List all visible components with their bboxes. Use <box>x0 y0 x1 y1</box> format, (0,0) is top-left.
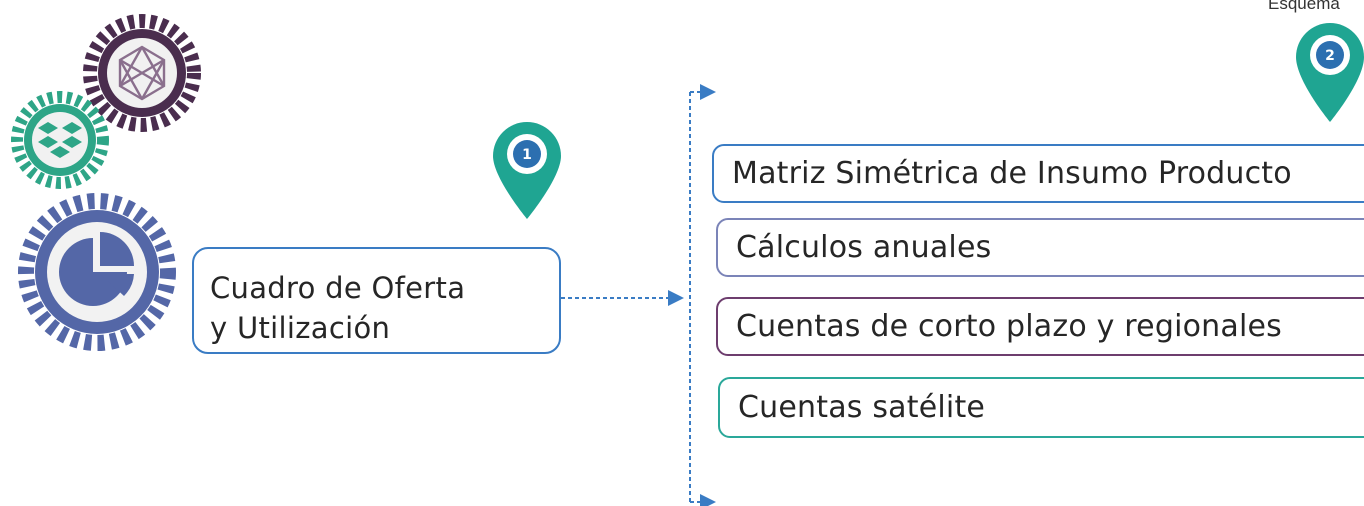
target-label: Matriz Simétrica de Insumo Producto <box>732 156 1292 191</box>
gear-blue <box>18 193 176 351</box>
location-marker-1: 1 <box>493 122 561 219</box>
gear-purple <box>83 14 201 132</box>
target-label: Cuentas satélite <box>738 390 986 425</box>
marker-1-number: 1 <box>522 147 532 163</box>
hexagon-mesh-icon <box>118 45 166 101</box>
target-box-matriz: Matriz Simétrica de Insumo Producto <box>712 144 1364 203</box>
target-box-calculos: Cálculos anuales <box>716 218 1364 277</box>
gear-green <box>11 91 109 189</box>
target-box-cuentas-satelite: Cuentas satélite <box>718 377 1364 438</box>
pie-chart-icon <box>59 232 134 306</box>
connector <box>561 84 716 506</box>
marker-2-number: 2 <box>1325 48 1335 64</box>
source-line-1: Cuadro de Oferta <box>210 271 466 305</box>
target-label: Cuentas de corto plazo y regionales <box>736 309 1282 344</box>
location-marker-2: 2 <box>1296 23 1364 122</box>
source-box: Cuadro de Oferta y Utilización <box>192 247 561 354</box>
source-line-2: y Utilización <box>210 311 391 345</box>
dropbox-icon <box>38 122 82 158</box>
target-label: Cálculos anuales <box>736 230 992 265</box>
corner-label: Esquema <box>1268 0 1340 13</box>
target-box-cuentas-corto-plazo: Cuentas de corto plazo y regionales <box>716 297 1364 356</box>
